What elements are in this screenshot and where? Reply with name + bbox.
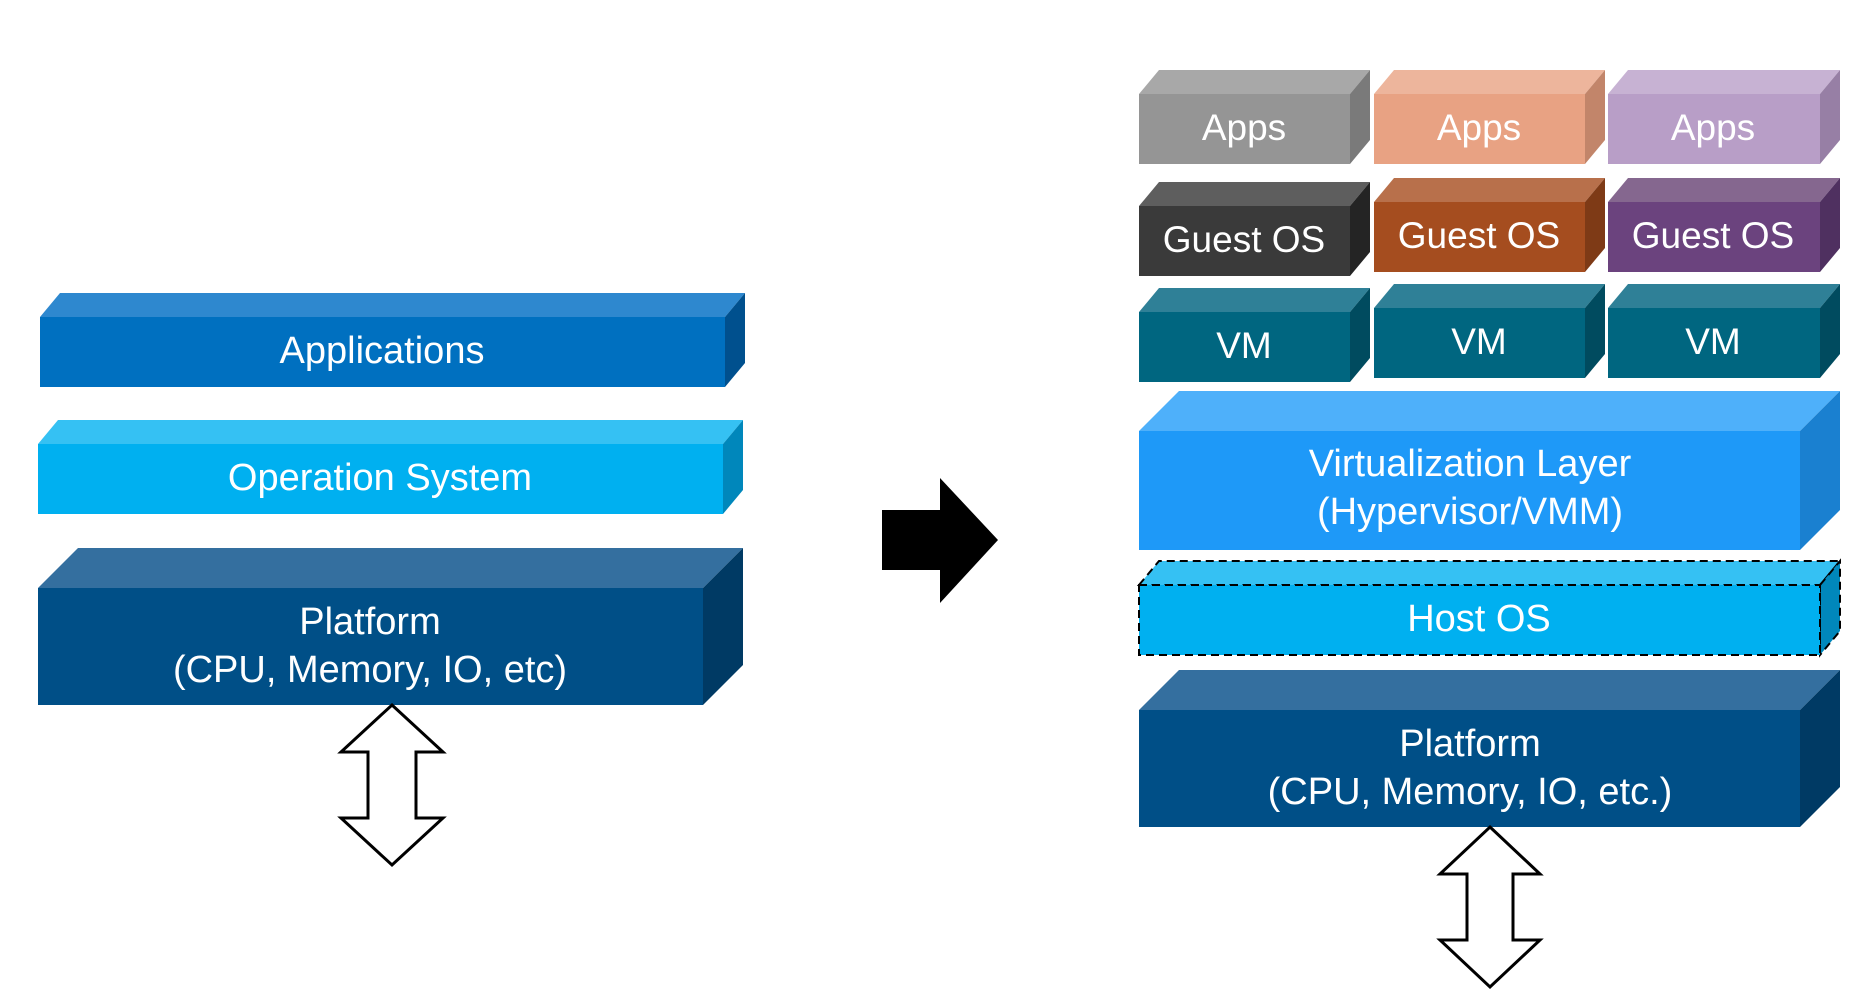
operating-system-block: Operation System [38, 420, 743, 514]
guest-os-label-3: Guest OS [1632, 215, 1794, 256]
hypervisor-block: Virtualization Layer (Hypervisor/VMM) [1139, 391, 1840, 550]
platform-block-left: Platform (CPU, Memory, IO, etc) [38, 548, 743, 705]
operating-system-label: Operation System [228, 457, 532, 499]
host-os-label: Host OS [1407, 598, 1551, 640]
double-headed-vertical-arrow-icon [1436, 824, 1544, 990]
vm-block-3: VM [1608, 284, 1840, 378]
vm-block-2: VM [1374, 284, 1605, 378]
platform-label-left: Platform [299, 601, 440, 643]
vm-label-1: VM [1216, 325, 1272, 366]
apps-block-3: Apps [1608, 70, 1840, 164]
guest-os-block-1: Guest OS [1139, 182, 1370, 276]
apps-label-3: Apps [1671, 107, 1755, 148]
apps-label-2: Apps [1437, 107, 1521, 148]
double-headed-vertical-arrow-icon [337, 702, 447, 868]
guest-os-block-3: Guest OS [1608, 178, 1840, 272]
platform-label-right: Platform [1399, 723, 1540, 765]
apps-label-1: Apps [1202, 107, 1286, 148]
guest-os-block-2: Guest OS [1374, 178, 1605, 272]
hypervisor-detail: (Hypervisor/VMM) [1317, 491, 1623, 533]
host-os-block: Host OS [1136, 558, 1843, 658]
applications-block: Applications [40, 293, 745, 387]
applications-label: Applications [280, 330, 485, 372]
right-arrow-icon [882, 478, 998, 603]
apps-block-2: Apps [1374, 70, 1605, 164]
hypervisor-label: Virtualization Layer [1309, 443, 1632, 485]
right-stack: Apps Apps Apps Guest OS Guest OS [1136, 70, 1843, 990]
guest-os-label-2: Guest OS [1398, 215, 1560, 256]
platform-detail-left: (CPU, Memory, IO, etc) [173, 649, 567, 691]
platform-block-right: Platform (CPU, Memory, IO, etc.) [1139, 670, 1840, 827]
vm-block-1: VM [1139, 288, 1370, 382]
platform-detail-right: (CPU, Memory, IO, etc.) [1268, 771, 1673, 813]
apps-block-1: Apps [1139, 70, 1370, 164]
guest-os-label-1: Guest OS [1163, 219, 1325, 260]
vm-label-2: VM [1451, 321, 1507, 362]
vm-label-3: VM [1685, 321, 1741, 362]
left-stack: Applications Operation System Platform (… [38, 293, 745, 868]
